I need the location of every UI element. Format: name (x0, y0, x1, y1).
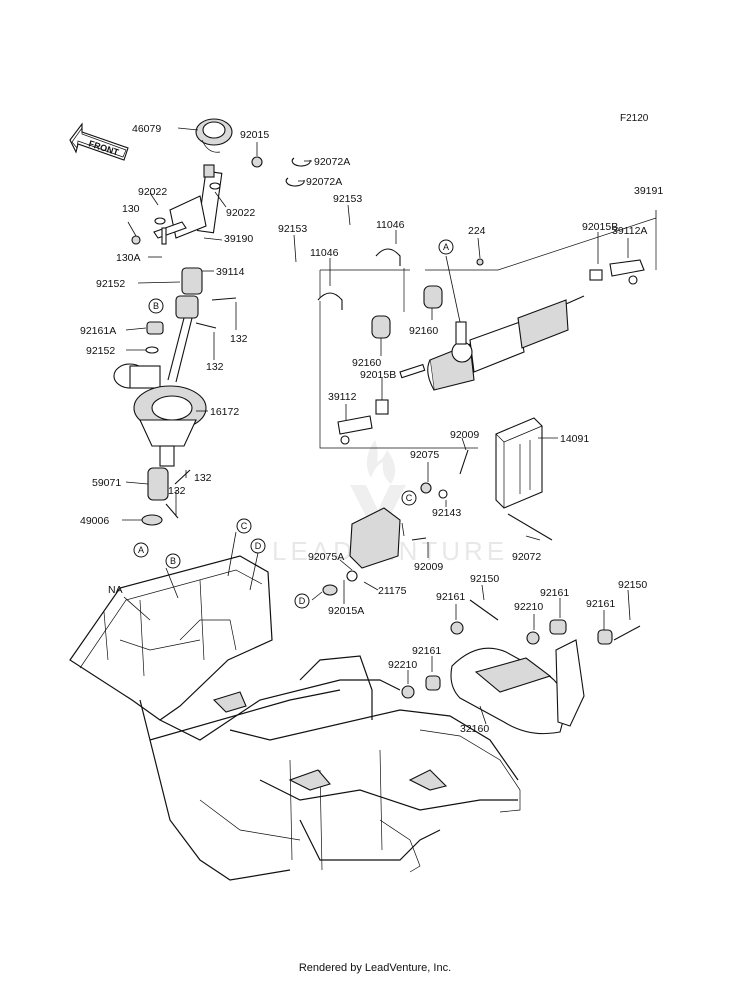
part-label-92022-2: 92022 (226, 207, 255, 219)
part-label-92210-2: 92210 (388, 659, 417, 671)
part-label-11046-1: 11046 (376, 219, 405, 231)
part-label-92150-2: 92150 (618, 579, 647, 591)
leader-lines (122, 127, 657, 725)
svg-text:C: C (241, 521, 248, 531)
part-label-92015: 92015 (240, 129, 269, 141)
part-label-92160-2: 92160 (409, 325, 438, 337)
part-label-46079: 46079 (132, 123, 161, 135)
front-arrow-icon: FRONT (69, 122, 129, 161)
bracket-assembly (322, 449, 469, 596)
part-label-130a: 130A (116, 252, 141, 264)
part-label-92153-1: 92153 (333, 193, 362, 205)
part-label-39114: 39114 (216, 266, 245, 278)
steering-rack-assembly (317, 217, 657, 449)
lower-bracket-assembly (401, 599, 641, 735)
part-label-92152-2: 92152 (86, 345, 115, 357)
ref-marker-c-frame: C (236, 518, 252, 534)
part-label-92150-1: 92150 (470, 573, 499, 585)
part-label-132-4: 132 (168, 485, 186, 497)
footer-credit: Rendered by LeadVenture, Inc. (298, 962, 452, 974)
svg-text:A: A (138, 545, 144, 555)
ref-marker-b-frame: B (165, 553, 181, 569)
part-label-92075: 92075 (410, 449, 439, 461)
ref-marker-d-top: D (294, 593, 310, 609)
diagram-code: F2120 (620, 113, 649, 124)
svg-text:C: C (406, 493, 413, 503)
part-label-92015a: 92015A (328, 605, 364, 617)
ref-marker-a-bottom: A (133, 542, 149, 558)
part-label-92161-3: 92161 (586, 598, 615, 610)
part-label-39190: 39190 (224, 233, 253, 245)
part-label-92161-4: 92161 (412, 645, 441, 657)
steering-column-assembly (113, 118, 311, 526)
part-label-92161-1: 92161 (436, 591, 465, 603)
part-label-39191: 39191 (634, 185, 663, 197)
part-label-130: 130 (122, 203, 140, 215)
part-label-132-1: 132 (230, 333, 248, 345)
part-label-92072a-2: 92072A (306, 176, 342, 188)
ref-marker-b-top: B (148, 298, 164, 314)
part-label-92015b-2: 92015B (360, 369, 396, 381)
part-label-39112a: 39112A (612, 225, 647, 237)
part-label-92072: 92072 (512, 551, 541, 563)
part-label-32160: 32160 (460, 723, 489, 735)
part-label-132-3: 132 (194, 472, 212, 484)
part-label-92015b-1: 92015B (582, 221, 618, 233)
svg-text:D: D (299, 596, 306, 606)
svg-text:D: D (255, 541, 262, 551)
part-label-92009-2: 92009 (414, 561, 443, 573)
part-label-92161-2: 92161 (540, 587, 569, 599)
part-labels: 46079 92015 92072A 92072A 39191 92022 92… (80, 123, 663, 735)
part-label-na: NA (108, 584, 123, 596)
part-label-49006: 49006 (80, 515, 109, 527)
part-label-16172: 16172 (210, 406, 239, 418)
ref-marker-d-frame: D (250, 538, 266, 554)
part-label-92153-2: 92153 (278, 223, 307, 235)
part-label-92152-1: 92152 (96, 278, 125, 290)
cable-tie (507, 513, 553, 541)
part-label-224: 224 (468, 225, 486, 237)
part-label-92143: 92143 (432, 507, 461, 519)
part-label-39112: 39112 (328, 391, 357, 403)
vehicle-frame (69, 555, 521, 881)
svg-text:B: B (153, 301, 159, 311)
part-label-92160-1: 92160 (352, 357, 381, 369)
part-label-92075a: 92075A (308, 551, 344, 563)
part-label-92022-1: 92022 (138, 186, 167, 198)
part-label-92161a: 92161A (80, 325, 116, 337)
svg-text:A: A (443, 242, 449, 252)
part-label-92210-1: 92210 (514, 601, 543, 613)
part-label-132-2: 132 (206, 361, 224, 373)
part-label-11046-2: 11046 (310, 247, 339, 259)
ref-marker-a-top: A (438, 239, 454, 255)
part-label-14091: 14091 (560, 433, 589, 445)
cover-box (495, 417, 543, 509)
ref-marker-c-top: C (401, 490, 417, 506)
part-label-92009-1: 92009 (450, 429, 479, 441)
part-label-21175: 21175 (378, 585, 407, 597)
part-label-92072a-1: 92072A (314, 156, 350, 168)
part-label-59071: 59071 (92, 477, 121, 489)
svg-text:B: B (170, 556, 176, 566)
